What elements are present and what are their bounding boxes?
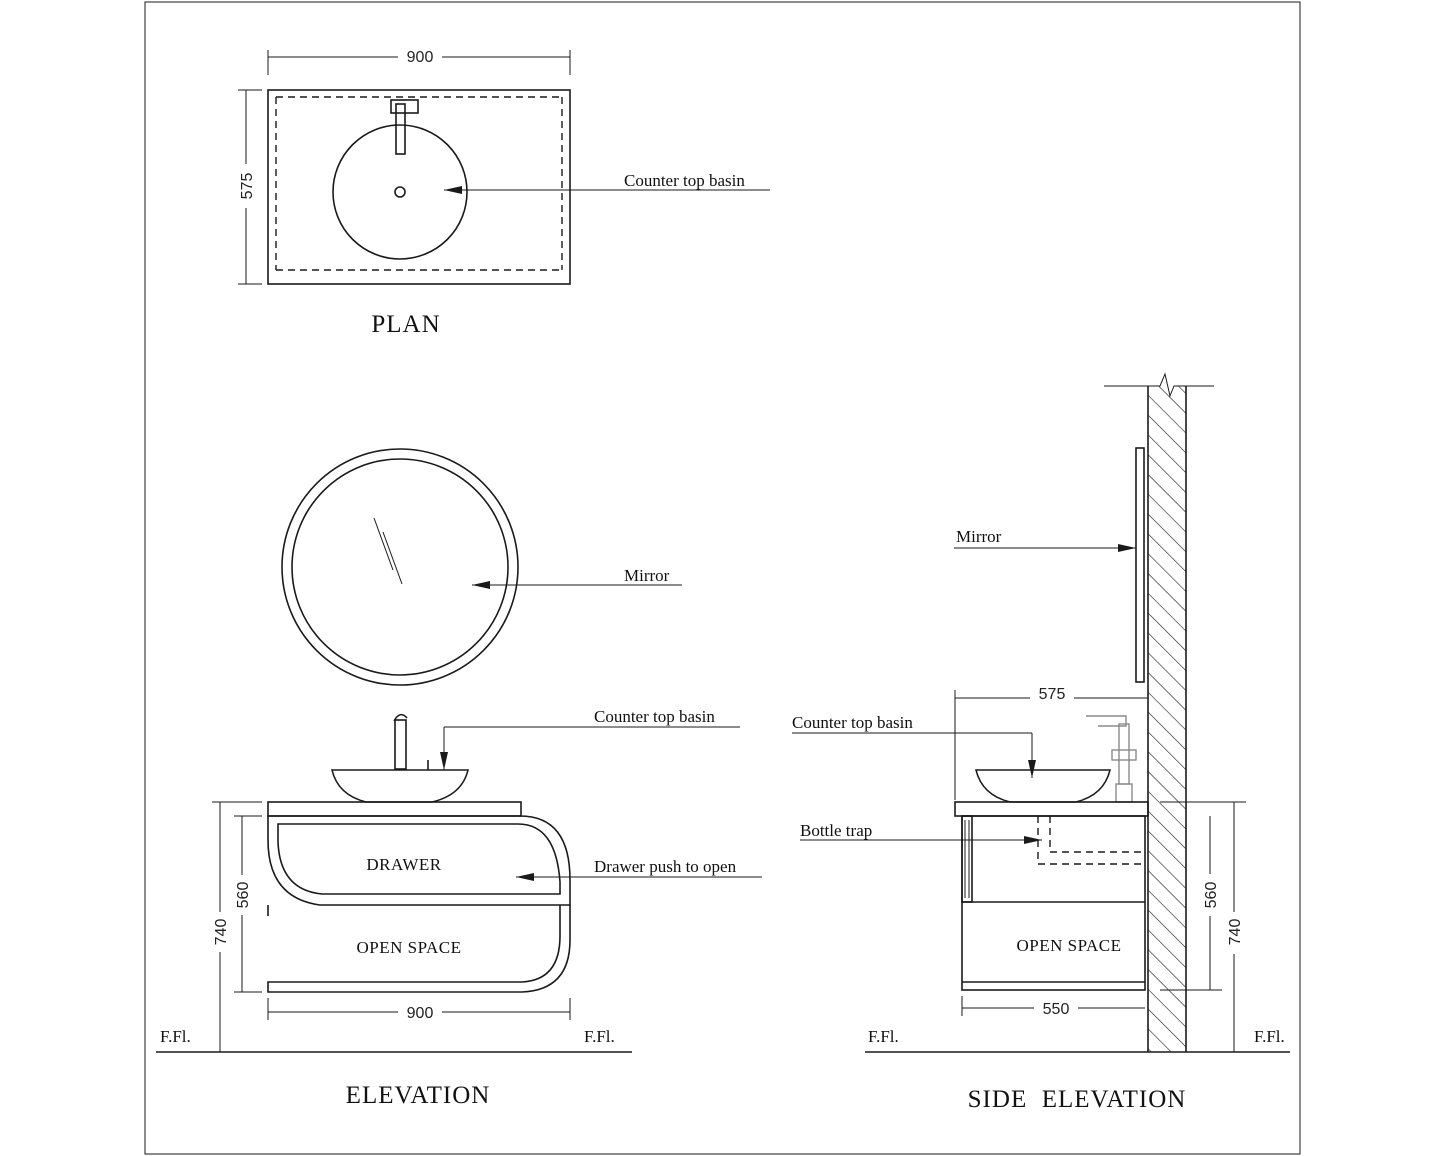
elevation-open-space-outline (267, 905, 571, 993)
elevation-counter-top (267, 801, 522, 817)
plan-drain-icon (394, 186, 406, 198)
elevation-floor-label-right: F.Fl. (584, 1027, 615, 1046)
drawer-callout: Drawer push to open (594, 857, 737, 876)
mirror-glare-icon (373, 517, 394, 571)
plan-faucet-icon (395, 103, 406, 155)
open-space-label-front: OPEN SPACE (357, 938, 462, 957)
plan-width-dimension: 900 (407, 49, 434, 66)
open-space-label-side: OPEN SPACE (1017, 936, 1122, 955)
plan-basin-callout: Counter top basin (624, 171, 745, 190)
plan-title: PLAN (371, 311, 440, 338)
elevation-cabinet-height-dimension: 560 (235, 882, 252, 909)
elevation-drawer-front (277, 823, 561, 895)
wall-break-line (1104, 372, 1214, 398)
plan-view: 900 575 Counter top basin PLAN (236, 47, 770, 338)
side-elevation-title: SIDE ELEVATION (968, 1086, 1187, 1113)
mirror-outer-ring (281, 448, 519, 686)
side-drawer-panel (961, 815, 973, 903)
elevation-top-height-dimension: 740 (213, 919, 230, 946)
plan-depth-dimension: 575 (239, 173, 256, 200)
side-cabinet-outline (961, 815, 1146, 991)
elevation-faucet-icon (394, 719, 407, 770)
elevation-basin-bowl (330, 769, 470, 803)
side-basin-bowl (974, 769, 1112, 803)
bottle-trap-callout: Bottle trap (800, 821, 872, 840)
side-counter-depth-dimension: 575 (1039, 686, 1066, 703)
side-counter-top (954, 801, 1149, 817)
elevation-width-dimension: 900 (407, 1005, 434, 1022)
bottle-trap-hidden-lines (1037, 816, 1144, 865)
side-faucet-icon (1086, 715, 1127, 727)
side-cabinet-height-dimension: 560 (1203, 882, 1220, 909)
plan-counter-outline (267, 89, 571, 285)
side-floor-label-left: F.Fl. (868, 1027, 899, 1046)
side-mirror-callout: Mirror (956, 527, 1002, 546)
plan-faucet-handle-icon (390, 99, 419, 114)
elevation-floor-label-left: F.Fl. (160, 1027, 191, 1046)
sheet-border (144, 1, 1301, 1155)
wall-hatch (1148, 386, 1186, 1052)
plan-basin-circle (332, 124, 468, 260)
mirror-inner-ring (291, 458, 509, 676)
side-cabinet-depth-dimension: 550 (1043, 1001, 1070, 1018)
elevation-basin-callout: Counter top basin (594, 707, 715, 726)
side-mirror (1135, 447, 1145, 683)
side-basin-callout: Counter top basin (792, 713, 913, 732)
elevation-title: ELEVATION (346, 1082, 491, 1109)
mirror-callout: Mirror (624, 566, 670, 585)
side-top-height-dimension: 740 (1227, 919, 1244, 946)
front-elevation-view: Mirror Counter top basin DRAWER OPEN SPA… (156, 448, 762, 1109)
side-elevation-view: Mirror 575 Counter top basin OPEN SPACE … (792, 372, 1290, 1113)
drawer-label: DRAWER (366, 855, 441, 874)
side-floor-label-right: F.Fl. (1254, 1027, 1285, 1046)
